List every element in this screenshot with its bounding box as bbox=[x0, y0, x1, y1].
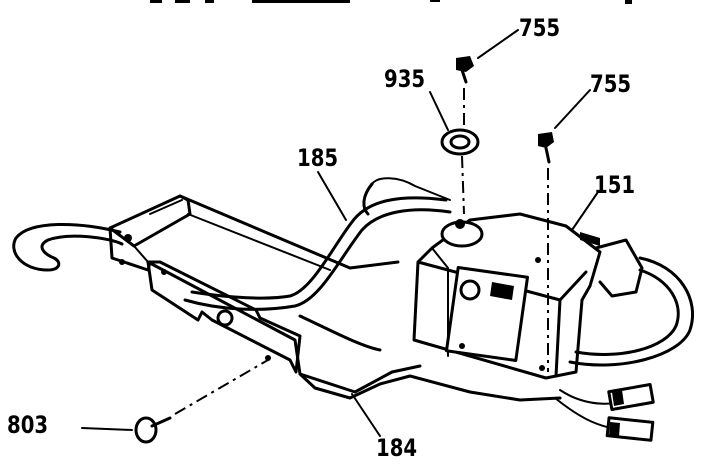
callout-935: 935 bbox=[384, 65, 426, 93]
bracket-back-plate bbox=[108, 194, 400, 271]
callout-151: 151 bbox=[594, 171, 636, 199]
callout-755-right: 755 bbox=[590, 70, 632, 98]
bracket-front-plate bbox=[146, 260, 302, 374]
fan-disc-and-wires bbox=[554, 238, 695, 442]
bracket-base bbox=[108, 226, 562, 402]
hardware-top bbox=[440, 56, 554, 372]
motor-housing bbox=[412, 212, 602, 380]
actuator-rod bbox=[183, 177, 452, 352]
callout-184: 184 bbox=[376, 434, 418, 462]
cropped-heading-remnant bbox=[150, 0, 632, 4]
hook-arm bbox=[12, 222, 124, 272]
callout-803: 803 bbox=[7, 411, 49, 439]
callout-755-top: 755 bbox=[519, 14, 561, 42]
hardware-bottom bbox=[134, 359, 269, 444]
callout-185: 185 bbox=[297, 144, 339, 172]
leader-lines bbox=[81, 29, 599, 437]
